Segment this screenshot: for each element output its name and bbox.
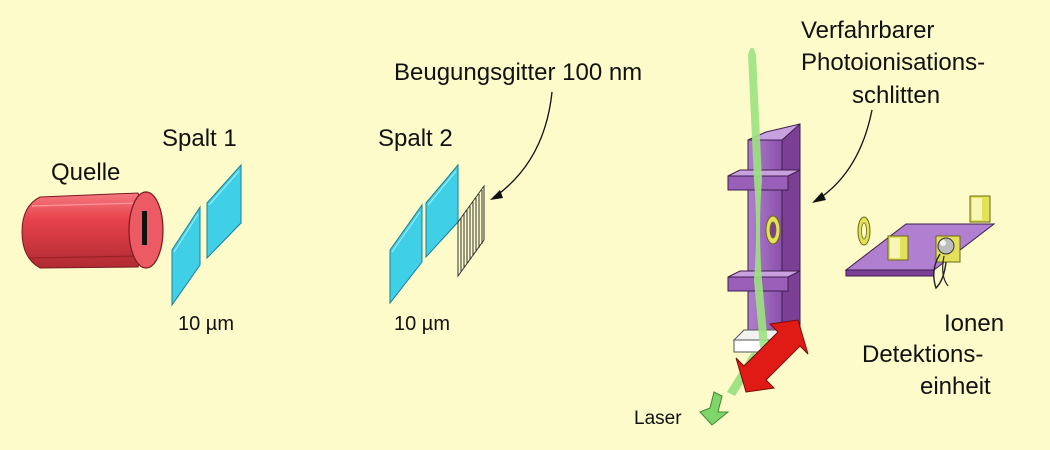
label-slit-1-width: 10 µm — [178, 313, 234, 335]
label-sled-line-2: Photoionisations- — [801, 49, 985, 76]
label-slit-2: Spalt 2 — [378, 125, 453, 152]
slit-1 — [171, 163, 242, 307]
diffraction-grating — [457, 184, 485, 278]
label-laser: Laser — [634, 408, 682, 429]
label-slit-1: Spalt 1 — [162, 125, 237, 152]
label-detector-line-1: Ionen — [944, 310, 1004, 337]
motion-double-arrow — [735, 319, 809, 393]
atom-beam — [748, 47, 768, 348]
label-detector-line-2: Detektions- — [862, 341, 983, 368]
label-source: Quelle — [51, 159, 120, 186]
grating-pointer-arrow — [490, 91, 553, 200]
label-grating: Beugungsgitter 100 nm — [394, 59, 642, 86]
source-cylinder — [21, 191, 164, 269]
slit-2 — [389, 163, 459, 305]
label-detector-line-3: einheit — [920, 373, 991, 400]
label-slit-2-width: 10 µm — [394, 313, 450, 335]
ion-detection-unit — [844, 195, 996, 290]
label-sled-line-3: schlitten — [852, 82, 940, 109]
label-sled-line-1: Verfahrbarer — [801, 17, 934, 44]
sled-pointer-arrow — [812, 109, 873, 203]
